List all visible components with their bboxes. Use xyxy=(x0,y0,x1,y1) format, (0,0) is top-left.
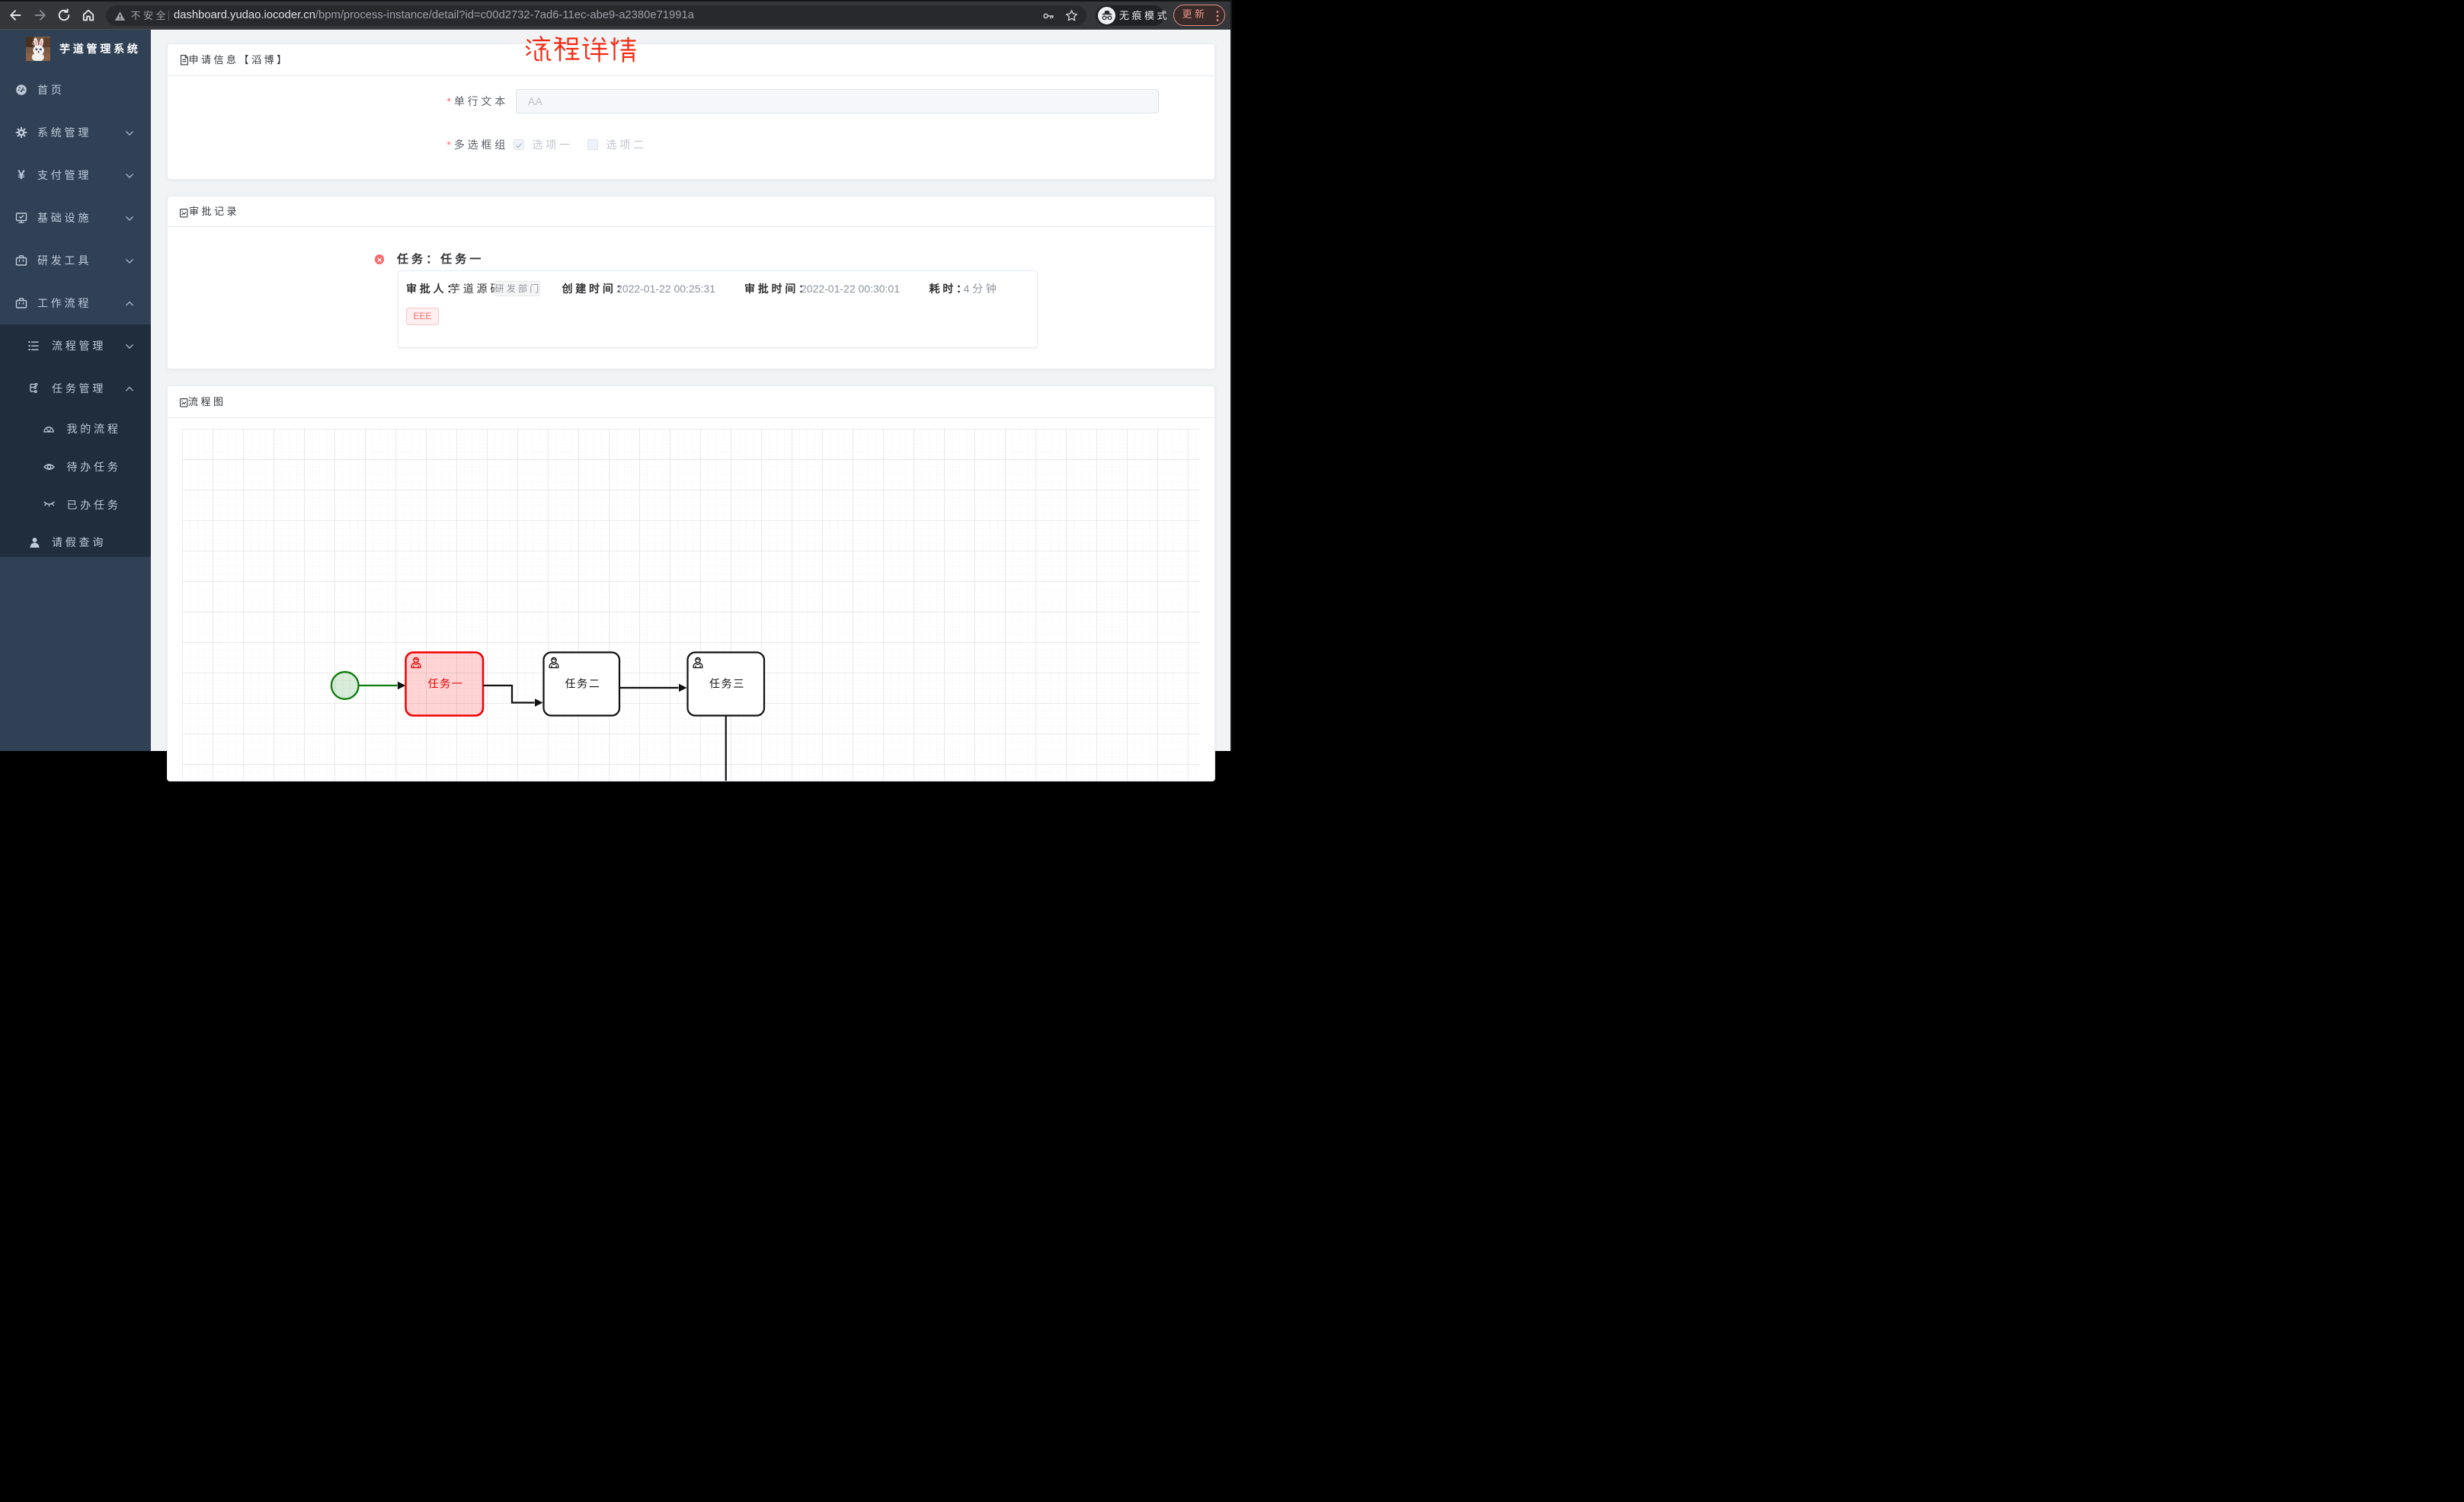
svg-text:任务二: 任务二 xyxy=(565,678,600,690)
svg-text:任务三: 任务三 xyxy=(709,678,745,690)
svg-text:任务一: 任务一 xyxy=(427,678,463,690)
